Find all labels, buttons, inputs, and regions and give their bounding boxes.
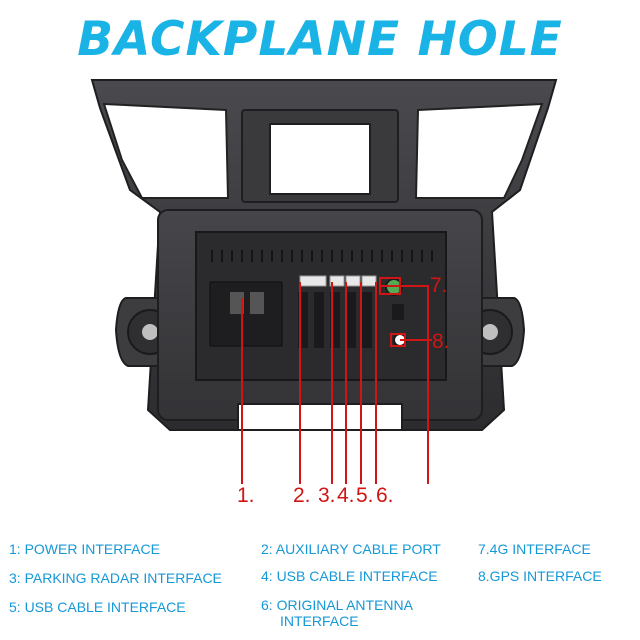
- legend-item-6-line2: INTERFACE: [280, 613, 359, 629]
- legend-item-6-line1: 6: ORIGINAL ANTENNA: [261, 597, 413, 613]
- callout-number-6: 6.: [376, 484, 394, 507]
- callout-number-8: 8.: [432, 330, 450, 353]
- legend-item-3: 3: PARKING RADAR INTERFACE: [9, 570, 222, 586]
- callout-number-1: 1.: [237, 484, 255, 507]
- legend-item-2: 2: AUXILIARY CABLE PORT: [261, 541, 441, 557]
- callout-number-7: 7.: [430, 274, 448, 297]
- callout-number-2: 2.: [293, 484, 311, 507]
- legend-item-5: 5: USB CABLE INTERFACE: [9, 599, 186, 615]
- callout-number-5: 5.: [356, 484, 374, 507]
- callout-lines: [241, 277, 432, 484]
- legend-item-1: 1: POWER INTERFACE: [9, 541, 160, 557]
- legend-item-8: 8.GPS INTERFACE: [478, 568, 602, 584]
- rear-panel: [157, 209, 483, 431]
- callout-number-3: 3.: [318, 484, 336, 507]
- callout-number-4: 4.: [337, 484, 355, 507]
- legend-item-4: 4: USB CABLE INTERFACE: [261, 568, 438, 584]
- callout-line-7: [380, 285, 429, 484]
- page-title: BACKPLANE HOLE: [77, 12, 563, 67]
- legend-item-7: 7.4G INTERFACE: [478, 541, 591, 557]
